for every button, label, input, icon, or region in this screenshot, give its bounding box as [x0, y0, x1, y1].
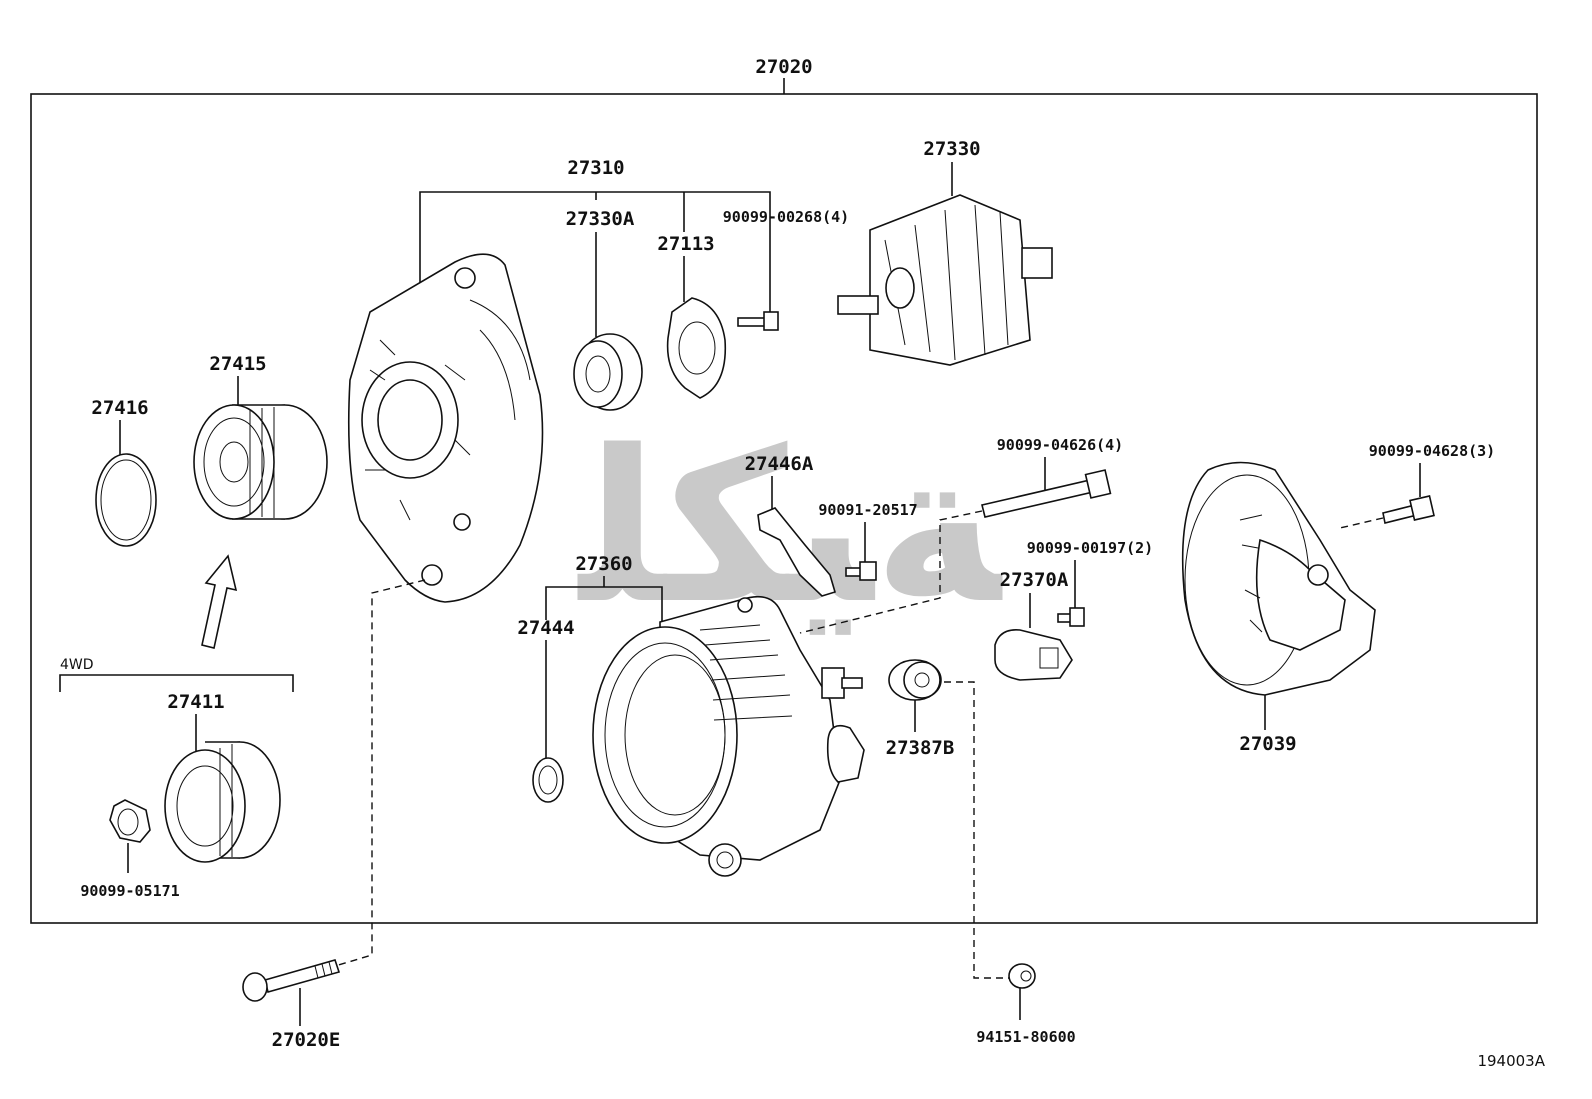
bolt-27020E-drawing [242, 959, 341, 1002]
bearing-27330A-drawing [573, 333, 643, 411]
part-label-27411[interactable]: 27411 [167, 691, 224, 713]
part-label-94151-80600[interactable]: 94151-80600 [976, 1028, 1075, 1046]
assembly-number-label[interactable]: 27020 [755, 56, 812, 78]
dashed-94151-80600 [944, 681, 1012, 979]
pulley-27415-drawing [193, 404, 328, 520]
bolt-90099-04628-drawing [1382, 495, 1435, 524]
figure-id: 194003A [1477, 1052, 1545, 1070]
bracket-27310 [419, 191, 771, 305]
dashed-90099-04626 [799, 510, 983, 634]
rear-cover-27039-drawing [1181, 461, 1376, 696]
part-label-90099-00268[interactable]: 90099-00268(4) [723, 208, 849, 226]
dashed-90099-04628 [1339, 517, 1384, 529]
ring-27416-inner [100, 459, 152, 541]
part-label-27444[interactable]: 27444 [517, 617, 574, 639]
part-label-27416[interactable]: 27416 [91, 397, 148, 419]
part-label-27387B[interactable]: 27387B [886, 737, 955, 759]
retainer-plate-27113-drawing [666, 297, 727, 399]
up-arrow-drawing [201, 554, 238, 649]
part-label-90099-05171[interactable]: 90099-05171 [80, 882, 179, 900]
part-label-90099-00197[interactable]: 90099-00197(2) [1027, 539, 1153, 557]
part-label-27370A[interactable]: 27370A [1000, 569, 1069, 591]
rotor-27330-drawing [837, 194, 1053, 366]
part-label-90099-04626[interactable]: 90099-04626(4) [997, 436, 1123, 454]
part-label-27039[interactable]: 27039 [1239, 733, 1296, 755]
ring-27416-drawing [95, 453, 157, 547]
part-label-27310[interactable]: 27310 [567, 157, 624, 179]
part-label-27330[interactable]: 27330 [923, 138, 980, 160]
drive-end-frame-drawing [347, 253, 544, 603]
part-label-27415[interactable]: 27415 [209, 353, 266, 375]
screw-90099-00197-drawing [1057, 607, 1085, 627]
part-label-90099-04628[interactable]: 90099-04628(3) [1369, 442, 1495, 460]
pulley-27411-drawing [164, 741, 281, 863]
part-label-27113[interactable]: 27113 [657, 233, 714, 255]
dashed-27020E [334, 579, 426, 967]
nut-90099-05171-drawing [109, 799, 151, 843]
screw-90099-00268-drawing [737, 305, 779, 331]
washer-27444-drawing [532, 757, 564, 803]
bracket-27446A-drawing [757, 507, 836, 597]
brush-holder-27370A-drawing [994, 628, 1073, 681]
part-label-27330A[interactable]: 27330A [566, 208, 635, 230]
part-label-27020E[interactable]: 27020E [272, 1029, 341, 1051]
insulator-27387B-drawing [888, 659, 942, 701]
bolt-90091-20517-drawing [845, 561, 877, 581]
bolt-90099-04626-drawing [981, 469, 1112, 518]
bracket-4wd [59, 674, 294, 692]
part-label-27360[interactable]: 27360 [575, 553, 632, 575]
nut-94151-80600-drawing [1008, 963, 1036, 989]
part-label-90091-20517[interactable]: 90091-20517 [818, 501, 917, 519]
part-label-27446A[interactable]: 27446A [745, 453, 814, 475]
group-label-4wd: 4WD [60, 657, 94, 673]
stator-rear-frame-27360-drawing [592, 595, 865, 877]
